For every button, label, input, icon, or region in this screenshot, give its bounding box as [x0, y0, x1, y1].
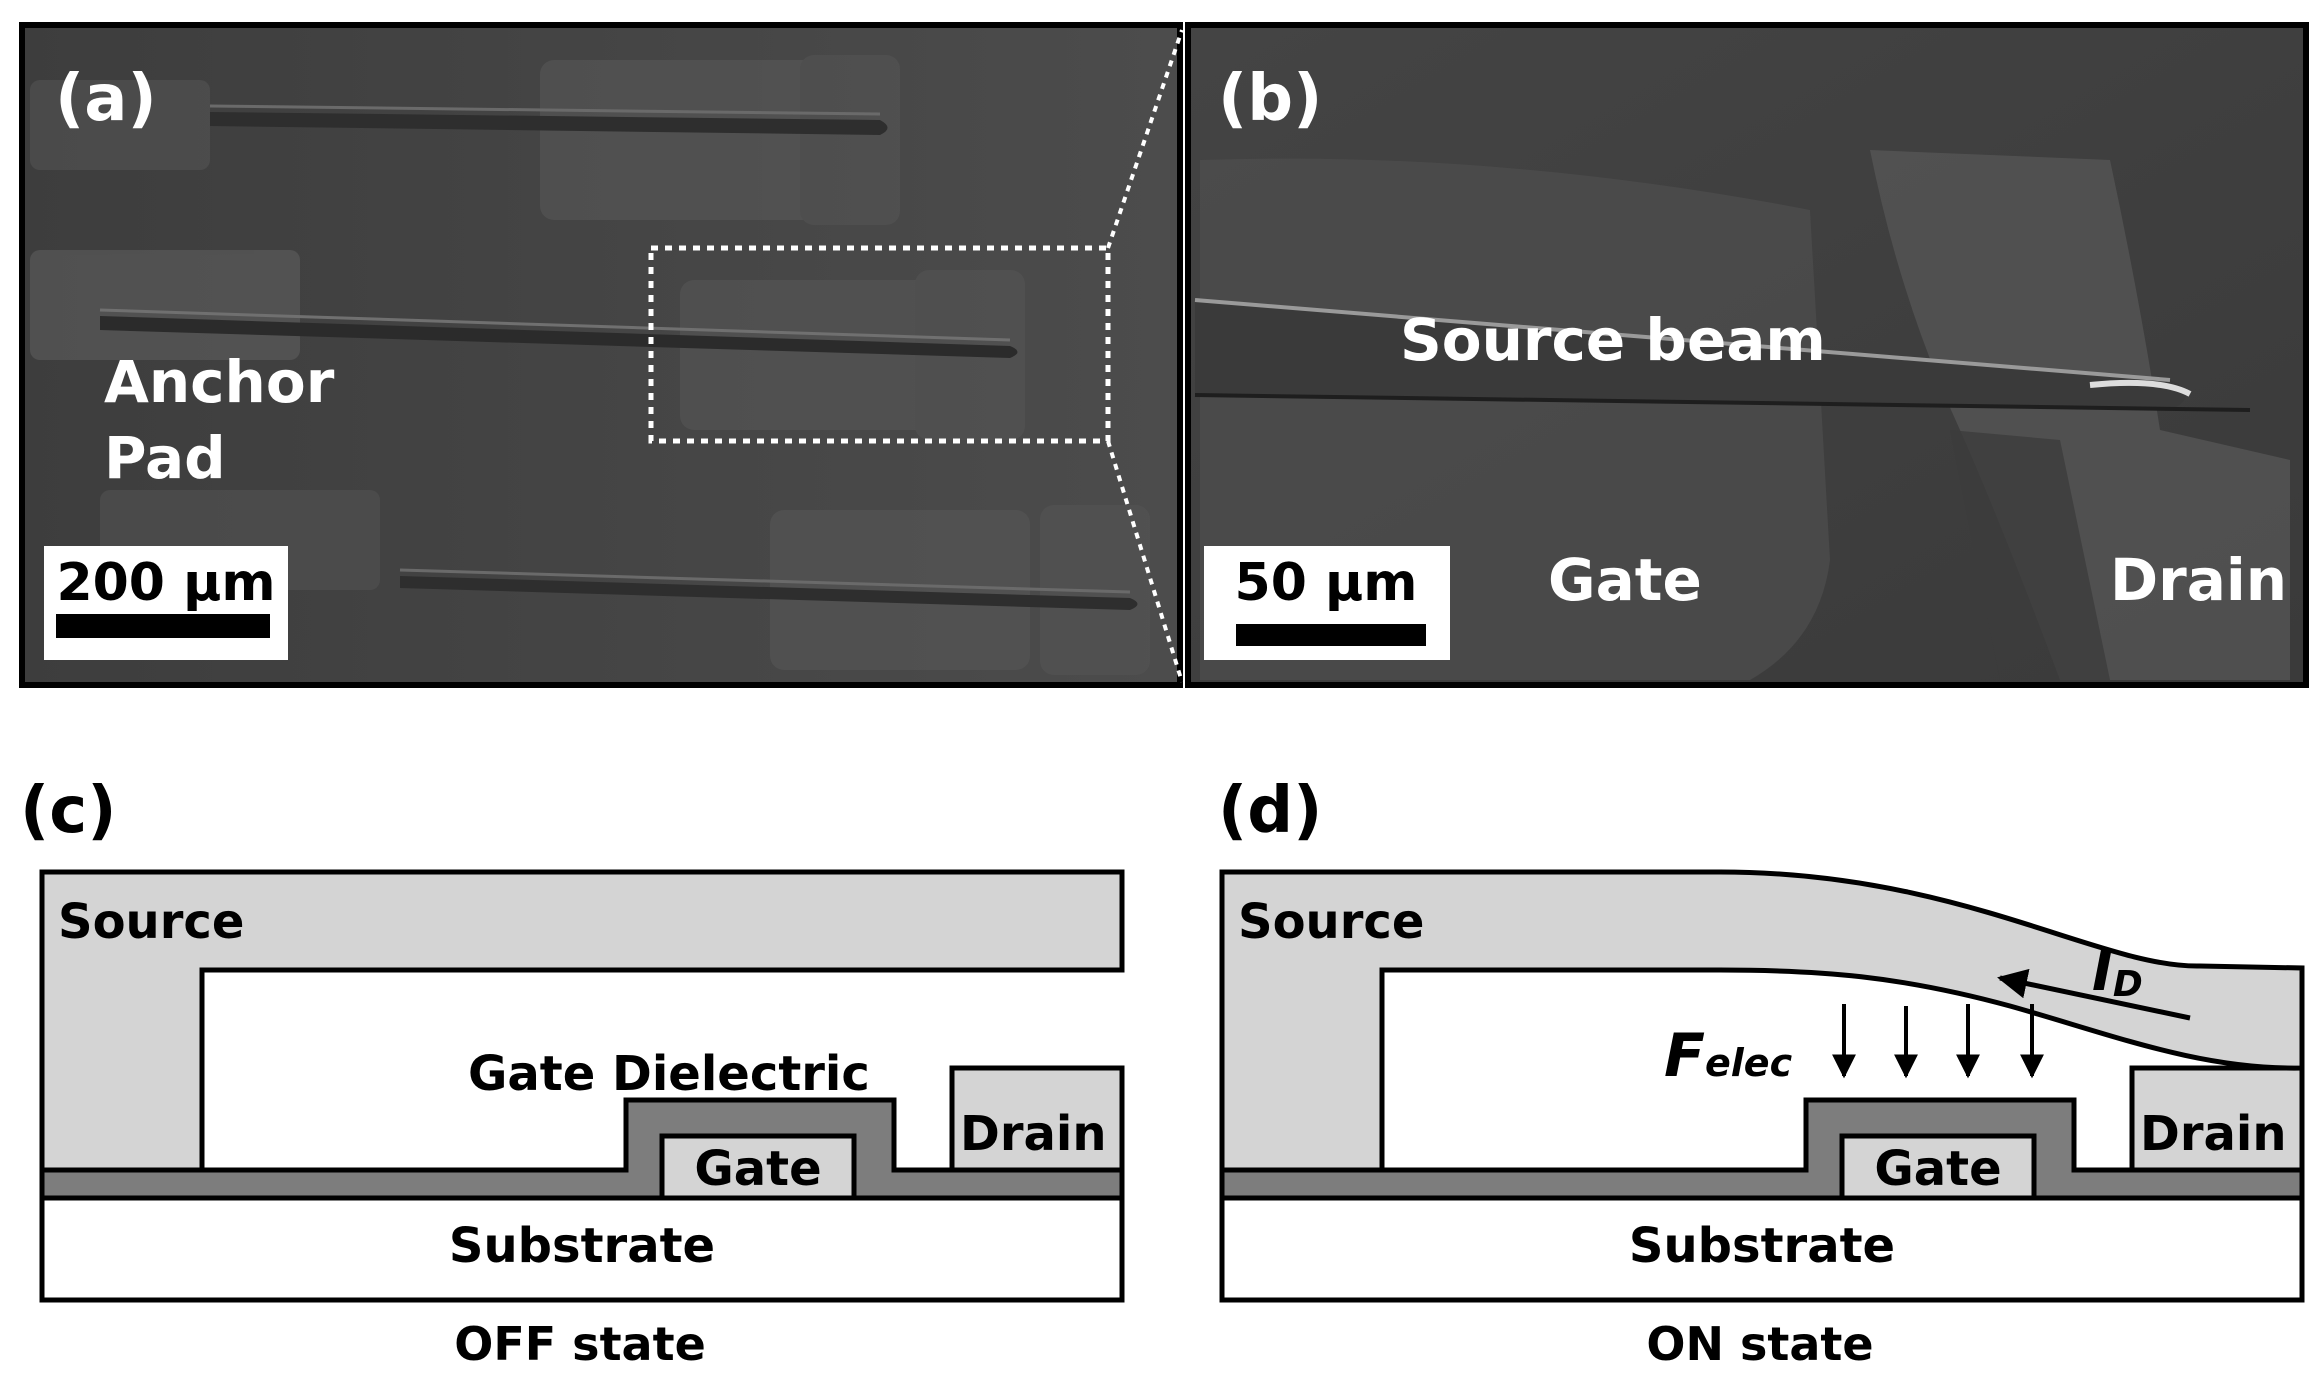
scale-label-b: 50 µm	[1235, 553, 1418, 613]
force-label: Felec	[1664, 1021, 1793, 1091]
substrate-label-d: Substrate	[1629, 1218, 1895, 1274]
current-main: I	[2092, 939, 2113, 1004]
current-sub: D	[2113, 964, 2143, 1005]
source-beam-image	[1195, 300, 2187, 408]
sem-a-texture	[30, 55, 1150, 675]
zoom-line-top	[1106, 29, 1184, 249]
panel-c-letter: (c)	[20, 774, 116, 848]
scale-bar-b	[1236, 624, 1426, 646]
source-c	[39, 869, 1125, 1173]
scale-box-a	[44, 546, 288, 660]
drain-sem-label: Drain	[2110, 546, 2287, 614]
source-beam-label: Source beam	[1400, 306, 1826, 374]
gate-label-d: Gate	[1874, 1141, 2001, 1197]
gate-c	[659, 1133, 857, 1201]
anchor-label: Anchor	[104, 348, 335, 416]
current-arrow	[1997, 968, 2191, 1021]
current-label: ID	[2092, 939, 2143, 1005]
panel-d: (d) Source ID Felec Drain Gate Substrate…	[1218, 774, 2305, 1371]
drain-d	[2129, 1065, 2305, 1173]
gate-label-c: Gate	[694, 1141, 821, 1197]
gate-sem-label: Gate	[1548, 546, 1702, 614]
scale-label-a: 200 µm	[56, 553, 275, 613]
dielectric-label-c: Gate Dielectric	[468, 1046, 870, 1102]
substrate-label-c: Substrate	[449, 1218, 715, 1274]
force-sub: elec	[1705, 1041, 1793, 1085]
panel-b-letter: (b)	[1218, 62, 1322, 136]
force-main: F	[1664, 1021, 1705, 1091]
scale-bar-a	[56, 614, 270, 638]
panel-a: (a) Anchor Pad 200 µm	[19, 22, 1183, 688]
source-label-d: Source	[1238, 894, 1424, 950]
drain-label-c: Drain	[960, 1106, 1107, 1162]
drain-label-d: Drain	[2140, 1106, 2287, 1162]
panel-d-letter: (d)	[1218, 774, 1322, 848]
force-arrows	[1832, 1004, 2044, 1079]
panel-c: (c) Source Gate Dielectric Drain Gate Su…	[20, 774, 1125, 1371]
gate-d	[1839, 1133, 2037, 1201]
source-label-c: Source	[58, 894, 244, 950]
pad-label: Pad	[104, 424, 226, 492]
caption-c: OFF state	[454, 1317, 706, 1371]
zoom-region-box	[648, 245, 1111, 444]
drain-c	[949, 1065, 1125, 1173]
panel-b: (b) Source beam Gate Drain 50 µm	[1185, 22, 2309, 688]
caption-d: ON state	[1646, 1317, 1873, 1371]
panel-a-letter: (a)	[55, 62, 157, 136]
substrate-d	[1219, 1195, 2305, 1303]
source-d	[1219, 869, 2305, 1173]
sem-a-beams	[99, 104, 1138, 610]
